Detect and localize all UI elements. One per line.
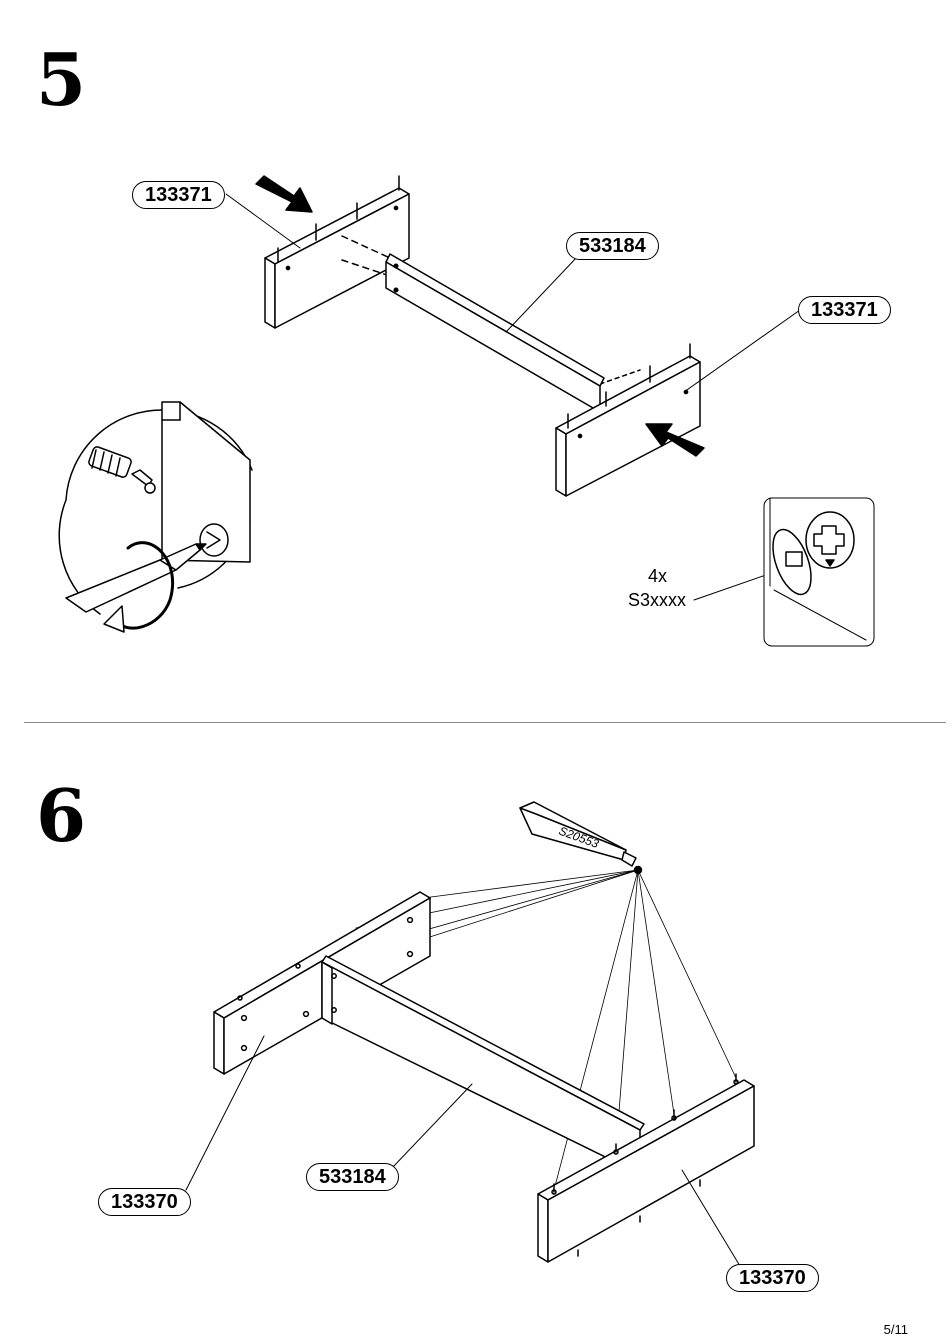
step-6-number: 6	[36, 773, 87, 858]
section-divider	[24, 722, 946, 723]
screwdriver-detail	[58, 401, 253, 633]
part-label-133370-right: 133370	[726, 1264, 819, 1292]
part-label-533184: 533184	[566, 232, 659, 260]
cam-lock-detail	[763, 497, 875, 647]
left-side-panel	[264, 175, 410, 329]
push-arrow-right	[645, 423, 705, 457]
middle-rail	[385, 253, 605, 413]
part-label-533184-step6: 533184	[306, 1163, 399, 1191]
step-5-number: 5	[36, 37, 87, 122]
push-arrow-left	[255, 175, 313, 213]
glue-tube	[519, 801, 643, 875]
part-label-133370-left: 133370	[98, 1188, 191, 1216]
page-number: 5/11	[883, 1322, 908, 1337]
fastener-quantity: 4x	[648, 566, 668, 586]
near-side-panel	[537, 1073, 755, 1263]
part-label-133371-left: 133371	[132, 181, 225, 209]
part-label-133371-right: 133371	[798, 296, 891, 324]
fastener-code: S3xxxx	[628, 590, 687, 610]
right-side-panel	[555, 343, 701, 497]
long-rail	[321, 955, 645, 1175]
